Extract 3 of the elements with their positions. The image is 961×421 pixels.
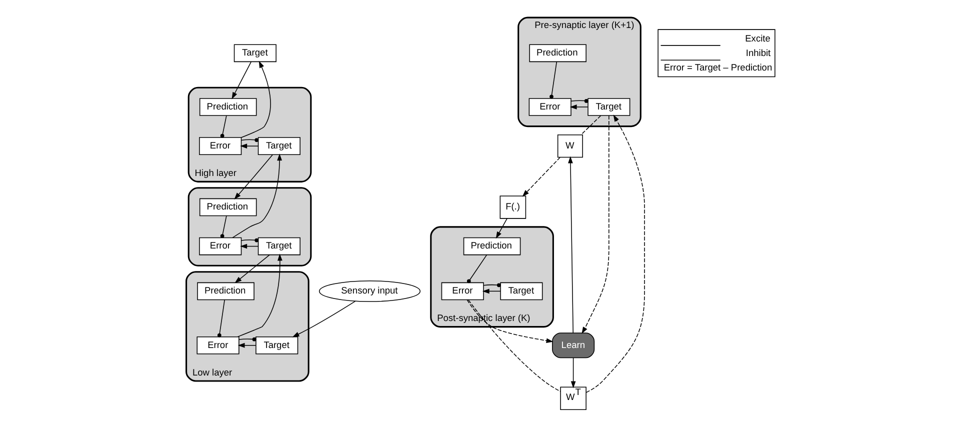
legend-label: Inhibit <box>745 48 770 58</box>
legend-label: Excite <box>744 33 770 44</box>
label: Error = Target – Prediction <box>663 62 772 73</box>
